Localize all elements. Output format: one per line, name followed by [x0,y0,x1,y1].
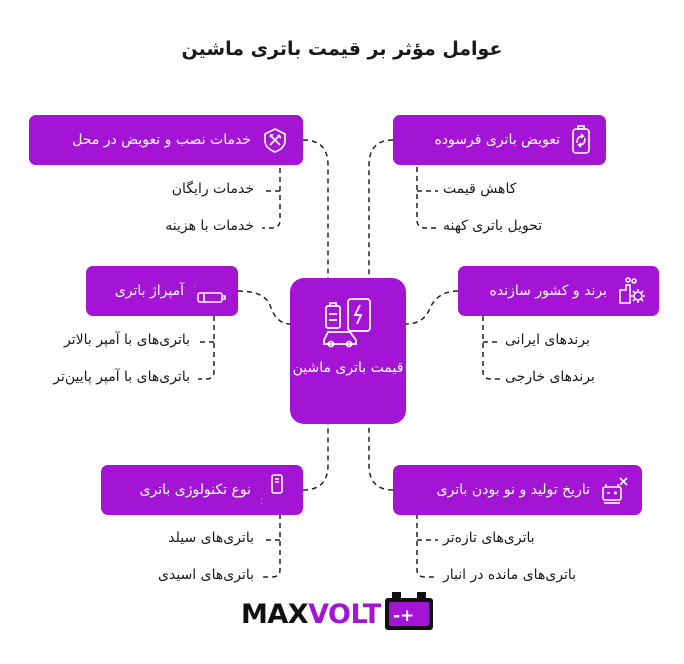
connector-trade-in [368,139,394,278]
connector-installation [302,139,329,278]
car-battery-check-icon [600,475,630,505]
technology-item-sealed: باتری‌های سیلد [168,530,254,546]
ohm-battery-icon: Ω m [194,277,228,305]
amperage-item-lower: باتری‌های با آمپر پایین‌تر [53,369,190,385]
factor-manufacture-date: تاریخ تولید و نو بودن باتری [393,465,642,515]
connector-brand-items [482,316,500,380]
trade-in-item-price-reduction: کاهش قیمت [443,181,517,197]
factor-brand-label: برند و کشور سازنده [489,283,607,299]
svg-text:Ω m: Ω m [194,280,195,291]
technology-item-acid: باتری‌های اسیدی [158,567,254,583]
connector-trade-in-items [416,158,438,229]
factor-amperage-label: آمپراژ باتری [114,283,184,299]
connector-technology [302,424,329,491]
connector-installation-items [262,150,281,229]
installation-item-free: خدمات رایگان [171,181,254,197]
factor-amperage: Ω m آمپراژ باتری [86,266,238,316]
factor-trade-in: تعویض باتری فرسوده [393,115,606,165]
diagram-title: عوامل مؤثر بر قیمت باتری ماشین [181,38,503,60]
battery-logo-icon: -+ [383,590,435,638]
factory-gear-icon [617,276,647,306]
connector-amperage [237,290,291,325]
logo-text-max: MAX [241,598,309,630]
factor-installation-label: خدمات نصب و تعویض در محل [72,132,251,148]
center-label: قیمت باتری ماشین [292,360,404,376]
connector-manufacture-date [368,424,394,491]
factor-trade-in-label: تعویض باتری فرسوده [434,132,560,148]
connector-technology-items [262,514,281,578]
connector-amperage-items [198,316,215,380]
maxvolt-logo: MAX VOLT -+ [241,592,435,636]
brand-item-iranian: برندهای ایرانی [505,332,590,348]
connector-brand [405,290,459,325]
wrench-screwdriver-icon [261,126,289,154]
car-battery-icon [320,296,376,352]
logo-text-volt: VOLT [308,598,381,630]
trade-in-item-old-battery: تحویل باتری کهنه [443,218,543,234]
battery-logo-symbols: -+ [393,606,414,626]
connector-manufacture-date-items [416,514,438,578]
amperage-item-higher: باتری‌های با آمپر بالاتر [64,332,190,348]
center-node: قیمت باتری ماشین [290,278,406,424]
type-c-icon: TYPE-C [261,473,293,507]
brand-item-foreign: برندهای خارجی [505,369,595,385]
manufacture-item-stored: باتری‌های مانده در انبار [443,567,577,583]
factor-technology: TYPE-C نوع تکنولوژی باتری [101,465,303,515]
svg-text:TYPE-C: TYPE-C [261,497,262,506]
battery-recycle-icon [570,125,592,155]
factor-technology-label: نوع تکنولوژی باتری [139,482,251,498]
factor-installation: خدمات نصب و تعویض در محل [29,115,303,165]
factor-manufacture-date-label: تاریخ تولید و نو بودن باتری [436,482,590,498]
installation-item-paid: خدمات با هزینه [165,218,254,234]
manufacture-item-fresh: باتری‌های تازه‌تر [443,530,535,546]
factor-brand: برند و کشور سازنده [458,266,659,316]
